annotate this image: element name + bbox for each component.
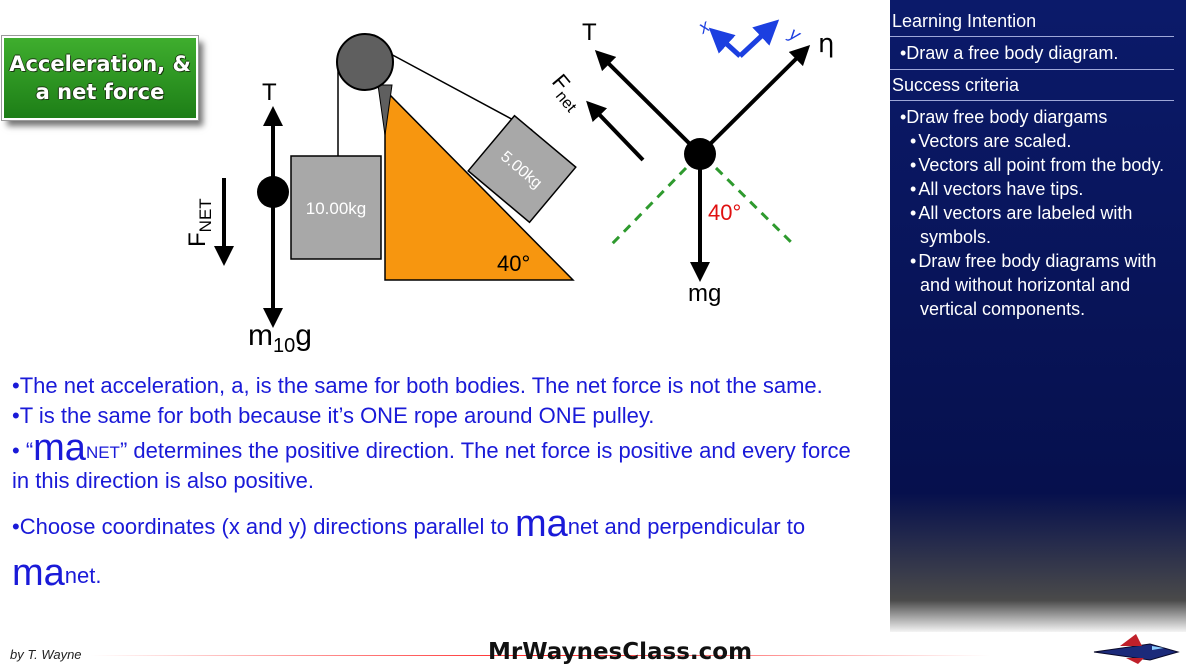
axis-x-label: x [694,15,714,38]
axis-x-arrow [708,27,742,58]
learning-panel: Learning Intention •Draw a free body dia… [890,0,1186,632]
net-force-arrow-right [586,100,645,162]
net-force-label-right: Fnet [543,69,589,116]
normal-dash-right [714,166,795,246]
footer-rule [90,655,990,656]
note-1: •The net acceleration, a, is the same fo… [12,373,823,398]
hanging-mass-label: 10.00kg [306,199,367,218]
pulley [336,33,394,91]
physics-diagram: 10.00kg 5.00kg 40° T m10g FNET T η mg 40… [184,15,834,357]
criteria-item: •Vectors all point from the body. [910,155,1165,175]
title-line-2: a net force [35,80,165,104]
note-3: • “maNET” determines the positive direct… [12,427,851,493]
criteria-item: •All vectors have tips. [910,179,1084,199]
spaceship-logo-icon [1093,634,1180,664]
criteria-item: •All vectors are labeled with symbols. [910,203,1133,247]
weight-label-right: mg [688,280,721,307]
incline-mass-block [467,114,577,224]
axis-y-arrow [738,19,780,58]
success-criteria-header: Success criteria [890,70,1174,101]
note-4: •Choose coordinates (x and y) directions… [12,503,806,594]
learning-intention-header: Learning Intention [890,0,1174,37]
normal-dash-left [610,166,688,246]
success-main-item: •Draw free body diargams [900,107,1108,127]
weight-label-left: m10g [248,319,312,357]
note-2: •T is the same for both because it’s ONE… [12,403,655,428]
tension-arrow-right [594,49,702,156]
incline-angle-label: 40° [497,251,530,276]
net-force-label-left: FNET [184,198,215,247]
body-point-left [257,176,289,208]
angle-label-right: 40° [708,200,741,225]
body-point-right [684,138,716,170]
incline-triangle [384,88,575,281]
slide-title-badge: Acceleration, & a net force [1,35,199,121]
author-credit: by T. Wayne [10,647,82,662]
title-line-1: Acceleration, & [9,52,191,76]
notes-text: •The net acceleration, a, is the same fo… [12,372,862,599]
rope-to-incline-mass [386,51,533,131]
hanging-mass-block [290,155,382,260]
pulley-bracket [377,84,393,136]
normal-label-right: η [818,29,834,59]
learning-intention-item: •Draw a free body diagram. [890,37,1174,70]
criteria-item: •Vectors are scaled. [910,131,1072,151]
tension-label-left: T [262,79,277,106]
site-name: MrWaynesClass.com [488,639,753,665]
criteria-item: •Draw free body diagrams with and withou… [910,251,1157,319]
axis-y-label: y [784,22,804,45]
tension-label-right: T [582,19,597,46]
normal-arrow-right [698,44,811,156]
